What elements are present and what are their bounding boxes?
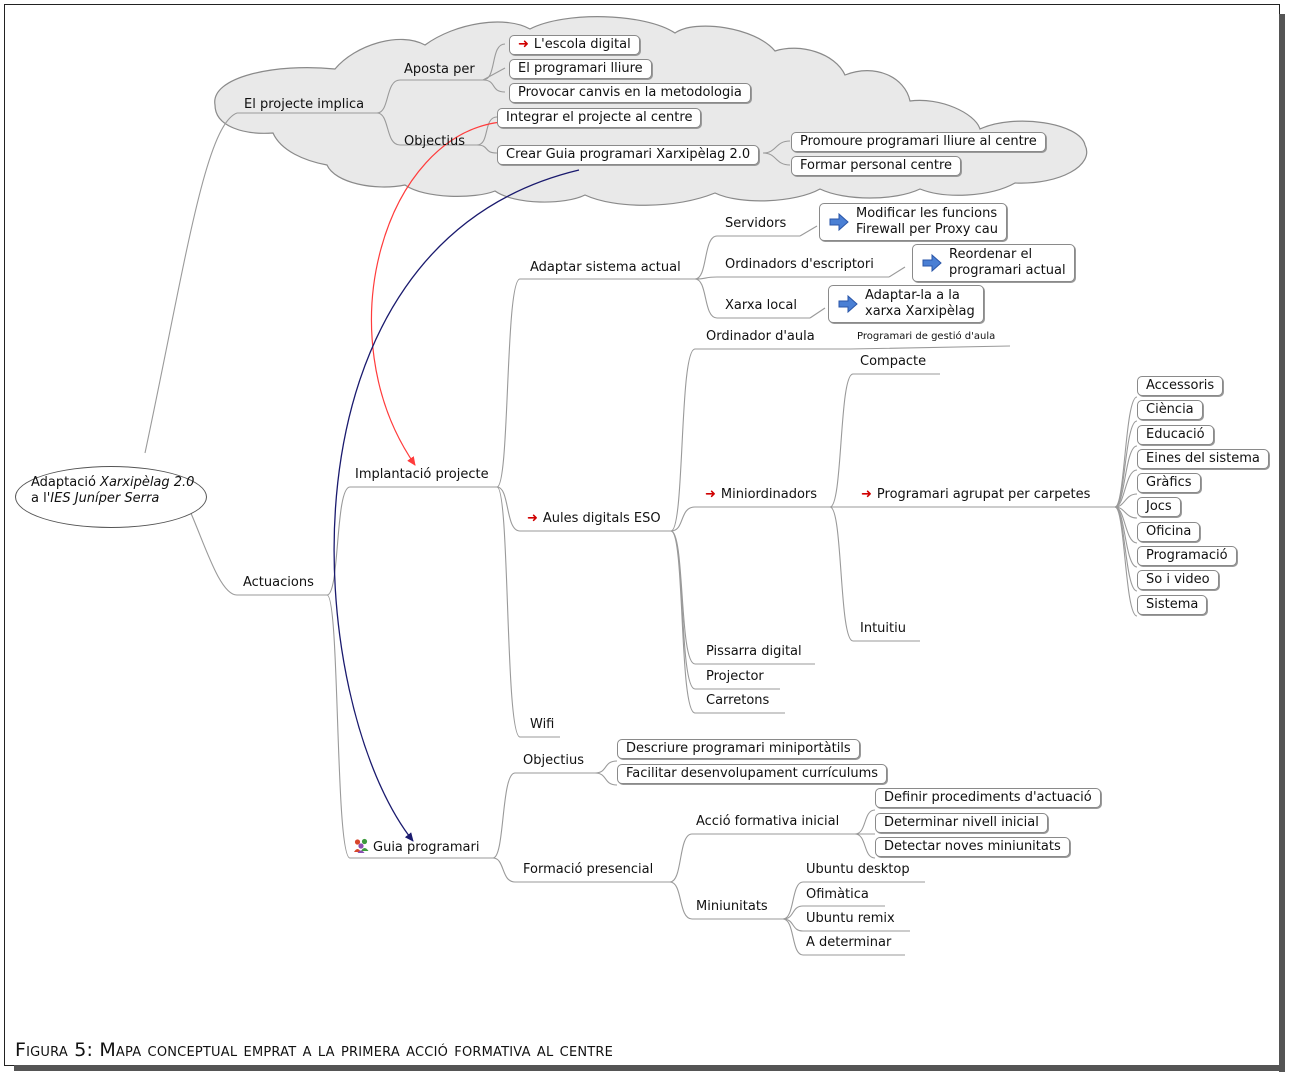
node-detectar-miniunitats[interactable]: Detectar noves miniunitats	[875, 837, 1070, 857]
node-ofimatica[interactable]: Ofimàtica	[806, 887, 869, 902]
link-red	[371, 121, 502, 466]
node-determinar-nivell[interactable]: Determinar nivell inicial	[875, 813, 1048, 833]
node-carretons[interactable]: Carretons	[706, 693, 770, 708]
category-item[interactable]: Oficina	[1137, 522, 1201, 542]
blue-arrow-icon	[922, 253, 942, 273]
link-blue	[333, 169, 580, 842]
node-projecte-implica[interactable]: El projecte implica	[244, 97, 365, 112]
node-aules-digitals[interactable]: ➜Aules digitals ESO	[527, 511, 661, 526]
category-item[interactable]: Gràfics	[1137, 473, 1201, 493]
frame-shadow-right	[1279, 14, 1285, 1072]
right-arrow-icon: ➜	[861, 487, 872, 502]
node-programari-carpetes[interactable]: ➜Programari agrupat per carpetes	[861, 487, 1091, 502]
node-a-determinar[interactable]: A determinar	[806, 935, 892, 950]
category-item[interactable]: Educació	[1137, 425, 1214, 445]
node-miniordinadors[interactable]: ➜Miniordinadors	[705, 487, 818, 502]
node-actuacions[interactable]: Actuacions	[243, 575, 314, 590]
blue-arrow-icon	[838, 294, 858, 314]
node-ordinador-aula[interactable]: Ordinador d'aula	[706, 329, 815, 344]
node-implantacio[interactable]: Implantació projecte	[355, 467, 489, 482]
node-guia-programari[interactable]: Guia programari	[353, 838, 479, 855]
node-intuitiu[interactable]: Intuitiu	[860, 621, 906, 636]
mindmap-canvas: Adaptació Xarxipèlag 2.0 a l'IES Juníper…	[4, 4, 1280, 1066]
node-miniunitats[interactable]: Miniunitats	[696, 899, 768, 914]
node-promoure-lliure[interactable]: Promoure programari lliure al centre	[791, 132, 1046, 152]
right-arrow-icon: ➜	[527, 511, 538, 526]
right-arrow-icon: ➜	[518, 37, 529, 52]
node-ubuntu-desktop[interactable]: Ubuntu desktop	[806, 862, 910, 877]
node-servidors[interactable]: Servidors	[725, 216, 787, 231]
node-objectius-guia[interactable]: Objectius	[523, 753, 584, 768]
node-formacio-presencial[interactable]: Formació presencial	[523, 862, 654, 877]
node-facilitar-curriculums[interactable]: Facilitar desenvolupament currículums	[617, 764, 888, 784]
category-item[interactable]: Sistema	[1137, 595, 1208, 615]
category-item[interactable]: Accessoris	[1137, 376, 1224, 396]
node-ubuntu-remix[interactable]: Ubuntu remix	[806, 911, 895, 926]
node-programari-lliure[interactable]: El programari lliure	[509, 59, 652, 79]
frame-shadow-bottom	[14, 1065, 1285, 1071]
node-projector[interactable]: Projector	[706, 669, 764, 684]
node-definir-procediments[interactable]: Definir procediments d'actuació	[875, 788, 1101, 808]
figure-caption: Figura 5: Mapa conceptual emprat a la pr…	[15, 1039, 614, 1061]
node-compacte[interactable]: Compacte	[860, 354, 927, 369]
node-programari-gestio[interactable]: Programari de gestió d'aula	[857, 331, 996, 342]
category-item[interactable]: Eines del sistema	[1137, 449, 1269, 469]
node-ordinadors-escriptori[interactable]: Ordinadors d'escriptori	[725, 257, 874, 272]
node-formar-personal[interactable]: Formar personal centre	[791, 156, 962, 176]
node-wifi[interactable]: Wifi	[530, 717, 555, 732]
root-label: Adaptació Xarxipèlag 2.0 a l'IES Juníper…	[31, 475, 195, 506]
node-crear-guia[interactable]: Crear Guia programari Xarxipèlag 2.0	[497, 145, 760, 165]
node-objectius-projecte[interactable]: Objectius	[404, 134, 465, 149]
node-accio-formativa[interactable]: Acció formativa inicial	[696, 814, 840, 829]
node-adaptar-sistema[interactable]: Adaptar sistema actual	[530, 260, 681, 275]
node-descriure-programari[interactable]: Descriure programari miniportàtils	[617, 739, 860, 759]
category-item[interactable]: Jocs	[1137, 497, 1181, 517]
node-pissarra-digital[interactable]: Pissarra digital	[706, 644, 802, 659]
category-item[interactable]: Ciència	[1137, 400, 1203, 420]
node-integrar-projecte[interactable]: Integrar el projecte al centre	[497, 108, 702, 128]
root-node[interactable]	[15, 466, 207, 528]
people-group-icon	[354, 838, 369, 853]
node-provocar-canvis[interactable]: Provocar canvis en la metodologia	[509, 83, 751, 103]
category-item[interactable]: So i video	[1137, 570, 1219, 590]
node-escola-digital[interactable]: ➜L'escola digital	[509, 35, 640, 55]
node-aposta-per[interactable]: Aposta per	[404, 62, 475, 77]
node-xarxa-local[interactable]: Xarxa local	[725, 298, 797, 313]
right-arrow-icon: ➜	[705, 487, 716, 502]
category-item[interactable]: Programació	[1137, 546, 1237, 566]
blue-arrow-icon	[829, 212, 849, 232]
